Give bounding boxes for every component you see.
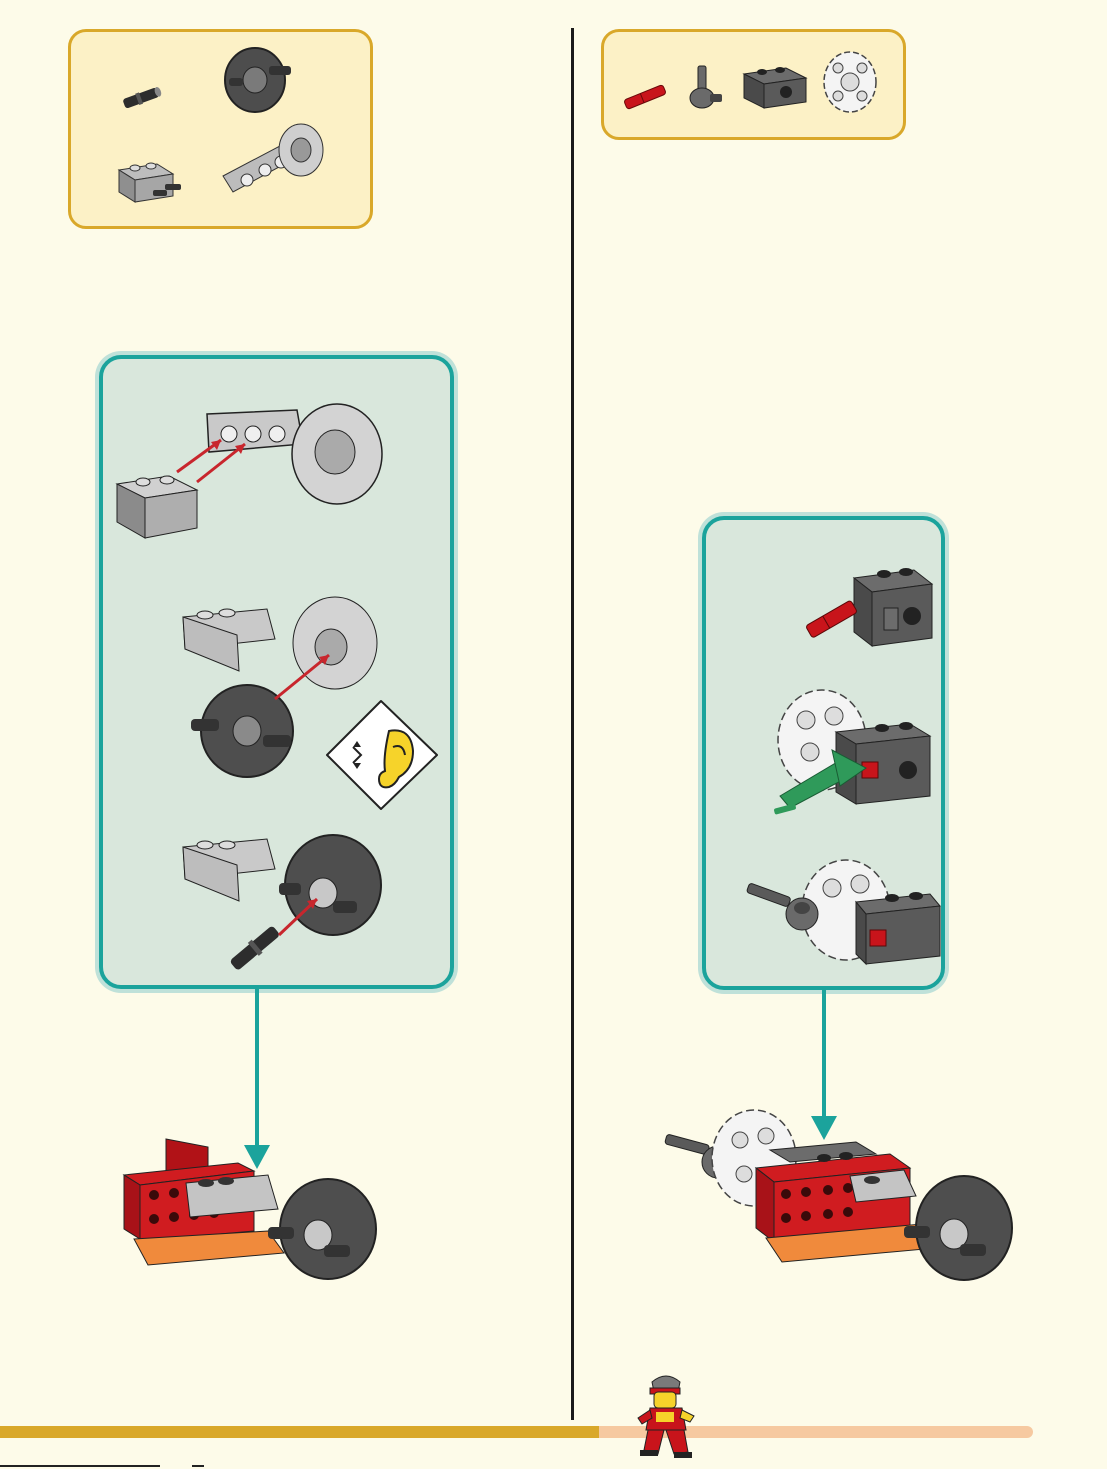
- parts-list-left: [68, 29, 373, 229]
- attach-white-gear: [770, 688, 940, 818]
- result-model-left: [118, 1135, 380, 1285]
- connector-line-right: [822, 990, 826, 1118]
- parts-list-right: [601, 29, 906, 140]
- step-panel-left: [99, 355, 454, 989]
- result-model-right: [660, 1110, 1020, 1290]
- wheel-hub-icon: [219, 44, 299, 114]
- arm-disc-icon: [219, 120, 329, 200]
- brick-with-pins-icon: [117, 150, 187, 202]
- technic-brick-icon: [742, 60, 810, 112]
- insert-red-axle: [802, 560, 942, 660]
- step-panel-right: [702, 516, 945, 990]
- attach-arm-to-brick: [117, 404, 387, 544]
- white-gear-icon: [822, 50, 878, 114]
- add-axle-connector: [744, 858, 944, 978]
- ninja-minifigure-icon: [636, 1370, 696, 1460]
- click-sound-ear-icon: [325, 697, 445, 817]
- red-axle-icon: [622, 84, 668, 110]
- column-divider: [571, 28, 574, 1420]
- progress-fill: [0, 1426, 599, 1438]
- page-bottom-rule: [0, 1465, 160, 1467]
- insert-axle-pin: [183, 829, 393, 979]
- pin-icon: [121, 87, 161, 109]
- page-bottom-tick: [192, 1465, 204, 1467]
- axle-connector-icon: [684, 64, 724, 112]
- connector-line-left: [255, 989, 259, 1149]
